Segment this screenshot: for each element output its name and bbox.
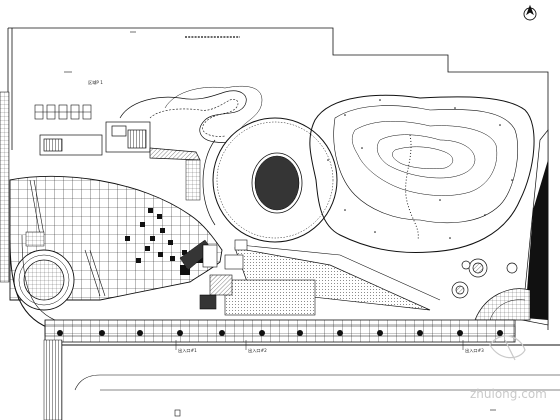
- stream-dotted: [405, 134, 419, 241]
- bottom-marker: [174, 409, 181, 417]
- zhulong-logo-icon: [489, 335, 526, 361]
- promenade-inner: [44, 325, 516, 337]
- east-fan-paving: [474, 288, 531, 321]
- plaza-edge-arc: [202, 139, 216, 226]
- entrance-markers: 出入口#1 出入口#2 出入口#3: [178, 347, 484, 354]
- road: [62, 344, 560, 391]
- promenade-trees: [57, 330, 503, 336]
- stippled-lawn: [234, 247, 431, 311]
- pond-dots: [327, 99, 513, 239]
- watermark-text: zhulong.com: [470, 387, 547, 401]
- plaza-steps: [185, 159, 201, 201]
- west-stepped-edge: [43, 339, 63, 420]
- west-entry-block: [25, 231, 45, 247]
- promenade-paving: [44, 319, 516, 343]
- west-circular-feature: [13, 249, 75, 311]
- entrance-label-1: 出入口#1: [178, 347, 197, 354]
- building-complex: [39, 121, 201, 161]
- middle-pavilions: [199, 239, 248, 310]
- pond-contours: [309, 94, 535, 254]
- lawn-block: [224, 279, 316, 316]
- circular-plaza: [212, 117, 338, 243]
- east-embankment-hatch: [525, 160, 548, 320]
- winding-garden-path: [119, 90, 261, 143]
- winding-garden-path-inner: [149, 99, 239, 137]
- parking-bays: [34, 104, 92, 120]
- west-curve-outline-2: [21, 234, 61, 323]
- lawn-edge: [239, 244, 441, 301]
- entrance-label-2: 出入口#2: [248, 347, 267, 354]
- trees: [451, 258, 518, 299]
- zone-label-p1: 区域P 1: [88, 79, 103, 85]
- north-arrow-icon: [523, 4, 537, 21]
- top-left-marks: [64, 31, 136, 73]
- west-paving-strip: [0, 91, 10, 283]
- plaza-diagonals: [29, 179, 106, 297]
- entrance-label-3: 出入口#3: [465, 347, 484, 354]
